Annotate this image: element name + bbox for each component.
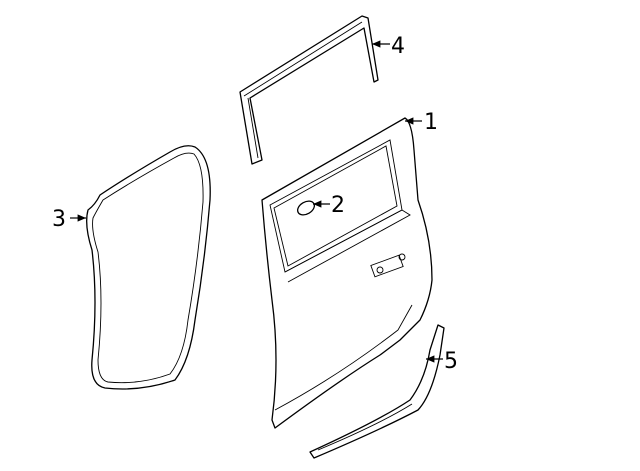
callout-5-label: 5 bbox=[444, 349, 458, 374]
callout-4: 4 bbox=[372, 34, 405, 59]
callout-1: 1 bbox=[405, 110, 438, 135]
part-4-run-channel[interactable] bbox=[239, 15, 379, 165]
callout-5: 5 bbox=[426, 349, 458, 374]
part-1-door-shell[interactable] bbox=[261, 117, 433, 429]
callout-4-label: 4 bbox=[391, 34, 405, 59]
callout-3: 3 bbox=[52, 207, 86, 232]
callout-3-label: 3 bbox=[52, 207, 66, 232]
callout-2: 2 bbox=[313, 193, 345, 218]
part-5-lower-molding[interactable] bbox=[309, 324, 445, 459]
callout-2-label: 2 bbox=[331, 193, 345, 218]
callout-1-label: 1 bbox=[424, 110, 438, 135]
part-3-weatherstrip[interactable] bbox=[86, 145, 211, 390]
